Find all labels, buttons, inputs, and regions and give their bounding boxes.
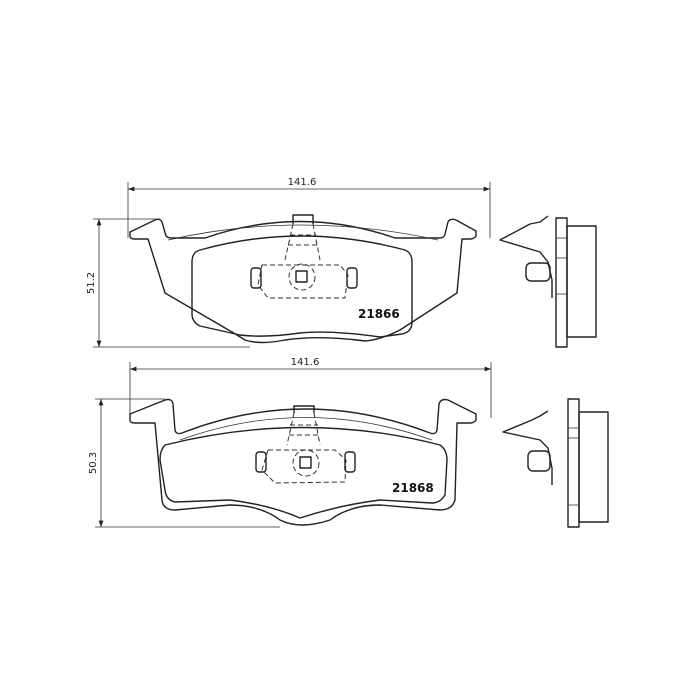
pad-outline: 21866	[129, 214, 477, 344]
height-dimension: 51.2	[86, 218, 250, 348]
width-dimension: 141.6	[127, 177, 491, 238]
side-view	[499, 215, 597, 348]
width-dimension: 141.6	[129, 357, 492, 418]
width-label: 141.6	[291, 357, 320, 368]
width-label: 141.6	[288, 177, 317, 188]
part-number: 21868	[392, 481, 434, 495]
part-number: 21866	[358, 307, 400, 321]
pad-21866: 141.6 51.2 21866	[86, 177, 597, 348]
height-label: 51.2	[86, 272, 97, 294]
height-dimension: 50.3	[88, 398, 280, 528]
pad-21868: 141.6 50.3 21868	[88, 357, 609, 528]
height-label: 50.3	[88, 452, 99, 474]
side-view	[502, 398, 609, 528]
pad-outline: 21868	[129, 398, 477, 526]
